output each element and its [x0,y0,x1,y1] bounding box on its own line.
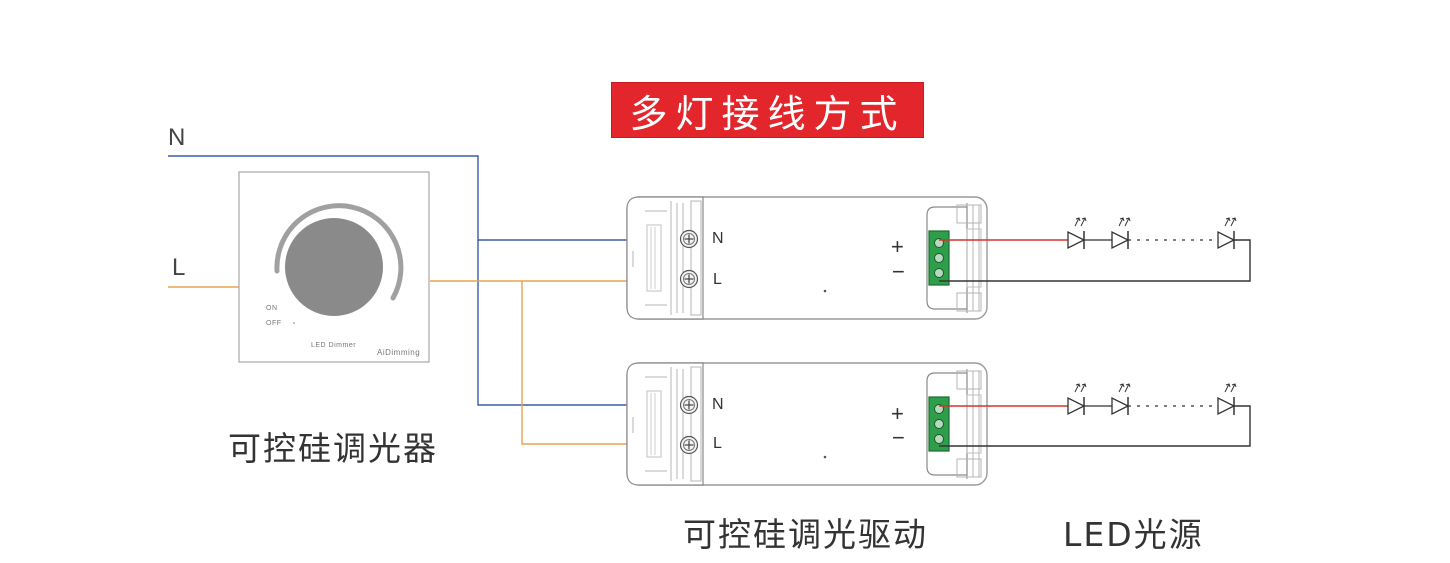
live-wire-label: L [172,254,186,281]
dimmer-brand-logo: AiDimming [377,348,421,357]
led-diode-icon [1067,217,1087,250]
driver-caption: 可控硅调光驱动 [683,515,928,554]
dimmer-caption: 可控硅调光器 [228,429,438,468]
driver-2-n-label: N [712,396,724,413]
driver-unit-2 [627,363,987,485]
diagram-title: 多灯接线方式 [611,82,924,138]
dimmer-product-label: LED Dimmer [311,342,357,349]
neutral-wire [168,155,690,241]
driver-unit-1 [627,197,987,319]
driver-1-l-label: L [713,271,722,288]
driver-2-l-label: L [713,435,722,452]
driver-1-minus-label: − [892,259,905,284]
driver-2-minus-label: − [892,425,905,450]
dimmer-on-label: ON [266,305,278,312]
led-diode-icon [1067,383,1087,416]
led-caption: LED光源 [1063,515,1204,554]
led-diode-icon [1217,217,1237,250]
led-diode-icon [1111,383,1131,416]
led-diode-icon [1217,383,1237,416]
neutral-wire-label: N [168,124,186,151]
dimmer-arc [274,203,404,301]
led-diode-icon [1111,217,1131,250]
driver-2-plus-label: + [891,401,904,426]
dimmer-off-label: OFF [266,320,282,327]
driver-1-plus-label: + [891,234,904,259]
knob-icon [285,218,383,316]
dimmer-panel [238,171,430,363]
driver-1-n-label: N [712,230,724,247]
neutral-branch-wire [477,240,690,406]
